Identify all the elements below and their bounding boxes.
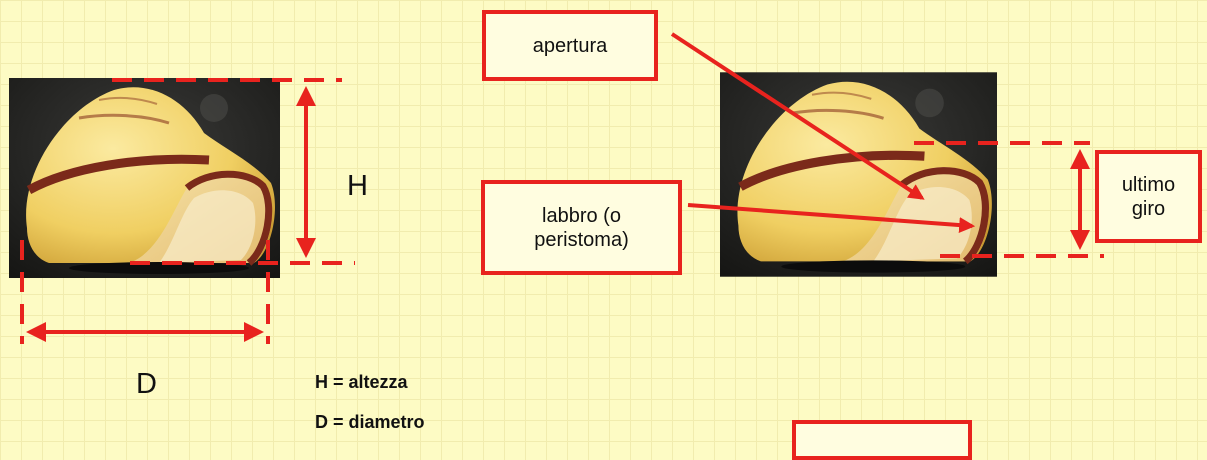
empty-label-box bbox=[792, 420, 972, 460]
annotation-overlay bbox=[20, 32, 1104, 344]
legend-diameter: D = diametro bbox=[315, 412, 425, 432]
height-letter: H bbox=[347, 170, 368, 202]
labbro-label: labbro (o peristoma) bbox=[534, 204, 629, 251]
apertura-label: apertura bbox=[532, 34, 608, 57]
shell-photo-right bbox=[720, 72, 997, 277]
apertura-pointer bbox=[670, 32, 925, 200]
ultimo-giro-label-box: ultimo giro bbox=[1095, 150, 1202, 243]
shell-photo-left bbox=[9, 78, 280, 278]
labbro-pointer bbox=[687, 203, 976, 234]
diameter-letter: D bbox=[136, 368, 157, 400]
ultimo-giro-label: ultimo giro bbox=[1121, 173, 1176, 220]
legend-height: H = altezza bbox=[315, 372, 408, 392]
labbro-label-box: labbro (o peristoma) bbox=[481, 180, 682, 275]
apertura-label-box: apertura bbox=[482, 10, 658, 81]
